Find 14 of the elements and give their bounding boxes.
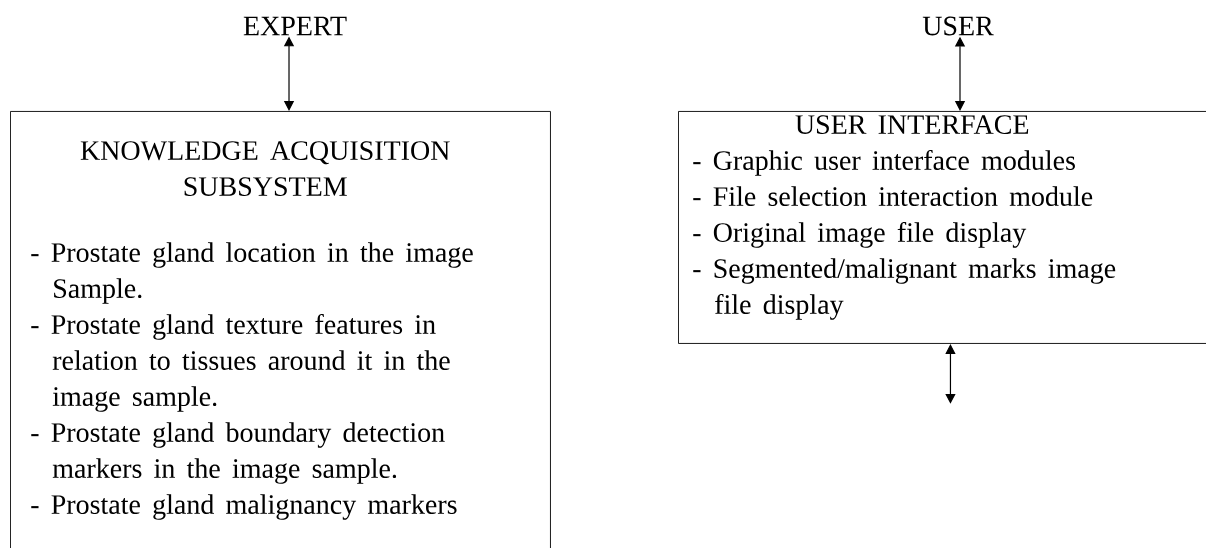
list-item: - Prostate gland malignancy markers (31, 494, 457, 520)
list-item: - File selection interaction module (693, 186, 1093, 206)
list-item: - Original image file display (693, 222, 1027, 248)
list-item: - Prostate gland location in the image Sample. (31, 242, 473, 304)
actor-label: USER (922, 16, 994, 36)
list-item: - Graphic user interface modules (693, 150, 1075, 176)
box-heading: USER INTERFACE (795, 115, 1029, 134)
box-heading: KNOWLEDGE ACQUISITION SUBSYSTEM (80, 141, 450, 196)
text-box (678, 111, 1206, 344)
list-item: - Prostate gland boundary detection markers in the image sample. (31, 422, 445, 484)
text-box (10, 111, 551, 548)
list-item: - Segmented/malignant marks image file display (693, 258, 1116, 320)
actor-label: EXPERT (243, 16, 347, 36)
list-item: - Prostate gland texture features in relation to tissues around it in the image sample. (31, 314, 450, 412)
